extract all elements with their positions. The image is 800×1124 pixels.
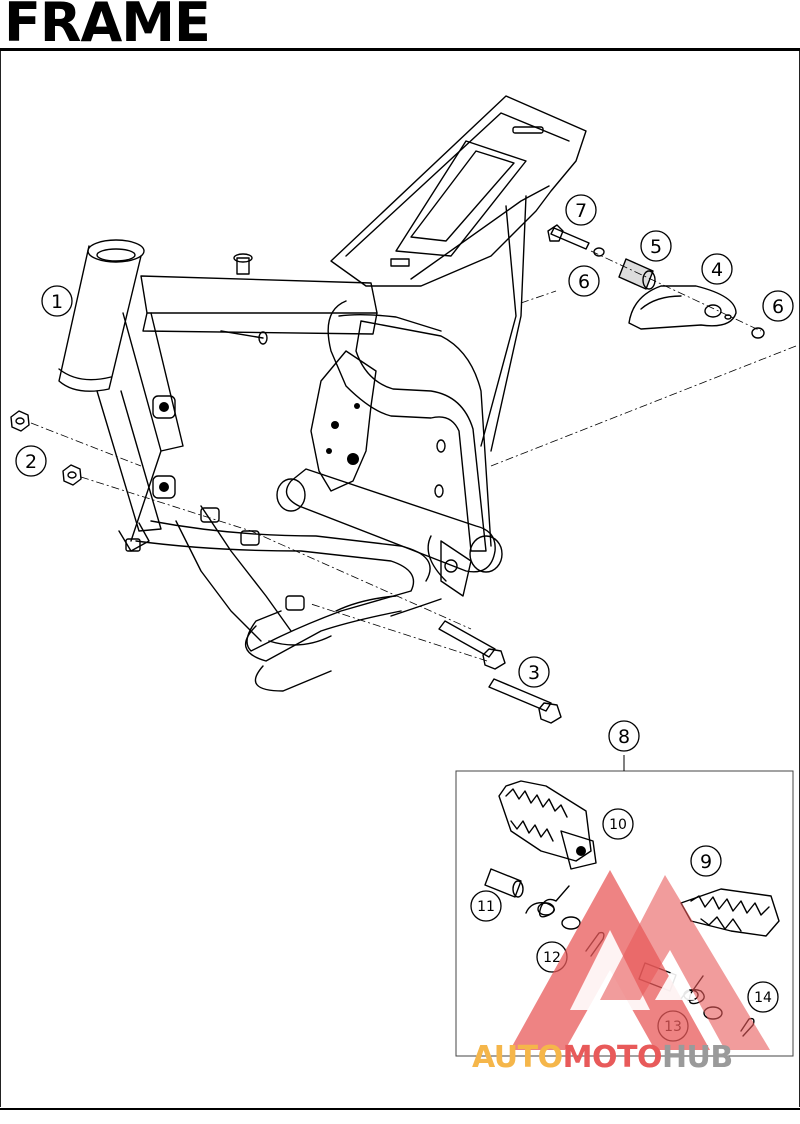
watermark-moto: MOTO bbox=[562, 1040, 663, 1075]
leader-lines bbox=[30, 250, 797, 662]
diagram-frame: 1 2 3 4 5 6 6 7 8 9 10 11 12 13 14 bbox=[0, 51, 800, 1107]
callout-12: 12 bbox=[536, 941, 568, 973]
callout-2: 2 bbox=[15, 445, 47, 477]
callout-9: 9 bbox=[690, 845, 722, 877]
svg-text:13: 13 bbox=[664, 1019, 682, 1035]
callout-14: 14 bbox=[747, 981, 779, 1013]
watermark-auto: AUTO bbox=[472, 1040, 563, 1075]
pivot-hardware bbox=[547, 224, 765, 339]
svg-text:2: 2 bbox=[25, 451, 37, 473]
bolt-part bbox=[438, 620, 562, 724]
svg-text:9: 9 bbox=[700, 851, 712, 873]
bottom-rule bbox=[0, 1108, 800, 1110]
svg-text:4: 4 bbox=[711, 259, 723, 281]
svg-text:8: 8 bbox=[618, 726, 630, 748]
svg-text:6: 6 bbox=[772, 296, 784, 318]
callout-4: 4 bbox=[701, 253, 733, 285]
svg-text:1: 1 bbox=[51, 291, 63, 313]
watermark-text: AUTOMOTOHUB bbox=[472, 1040, 792, 1075]
callout-3: 3 bbox=[518, 656, 550, 688]
callout-5: 5 bbox=[640, 230, 672, 262]
svg-text:14: 14 bbox=[754, 990, 772, 1006]
callout-10: 10 bbox=[602, 808, 634, 840]
callout-7: 7 bbox=[565, 194, 597, 226]
callout-6a: 6 bbox=[568, 265, 600, 297]
nut-part bbox=[10, 410, 82, 486]
svg-text:10: 10 bbox=[609, 817, 627, 833]
callout-13: 13 bbox=[657, 1010, 689, 1042]
frame-exploded-diagram: 1 2 3 4 5 6 6 7 8 9 10 11 12 13 14 bbox=[10, 95, 797, 1057]
svg-text:7: 7 bbox=[575, 200, 587, 222]
svg-text:12: 12 bbox=[543, 950, 561, 966]
svg-text:3: 3 bbox=[528, 662, 540, 684]
watermark-hub: HUB bbox=[661, 1040, 733, 1075]
title-rule bbox=[0, 48, 800, 51]
callout-8: 8 bbox=[608, 720, 640, 752]
callout-1: 1 bbox=[41, 285, 73, 317]
callout-6b: 6 bbox=[762, 290, 794, 322]
frame-part bbox=[58, 95, 587, 692]
svg-text:11: 11 bbox=[477, 899, 495, 915]
svg-text:6: 6 bbox=[578, 271, 590, 293]
page-title: FRAME bbox=[4, 0, 211, 54]
footrest-inset bbox=[455, 755, 794, 1057]
callout-11: 11 bbox=[470, 890, 502, 922]
svg-text:5: 5 bbox=[650, 236, 662, 258]
